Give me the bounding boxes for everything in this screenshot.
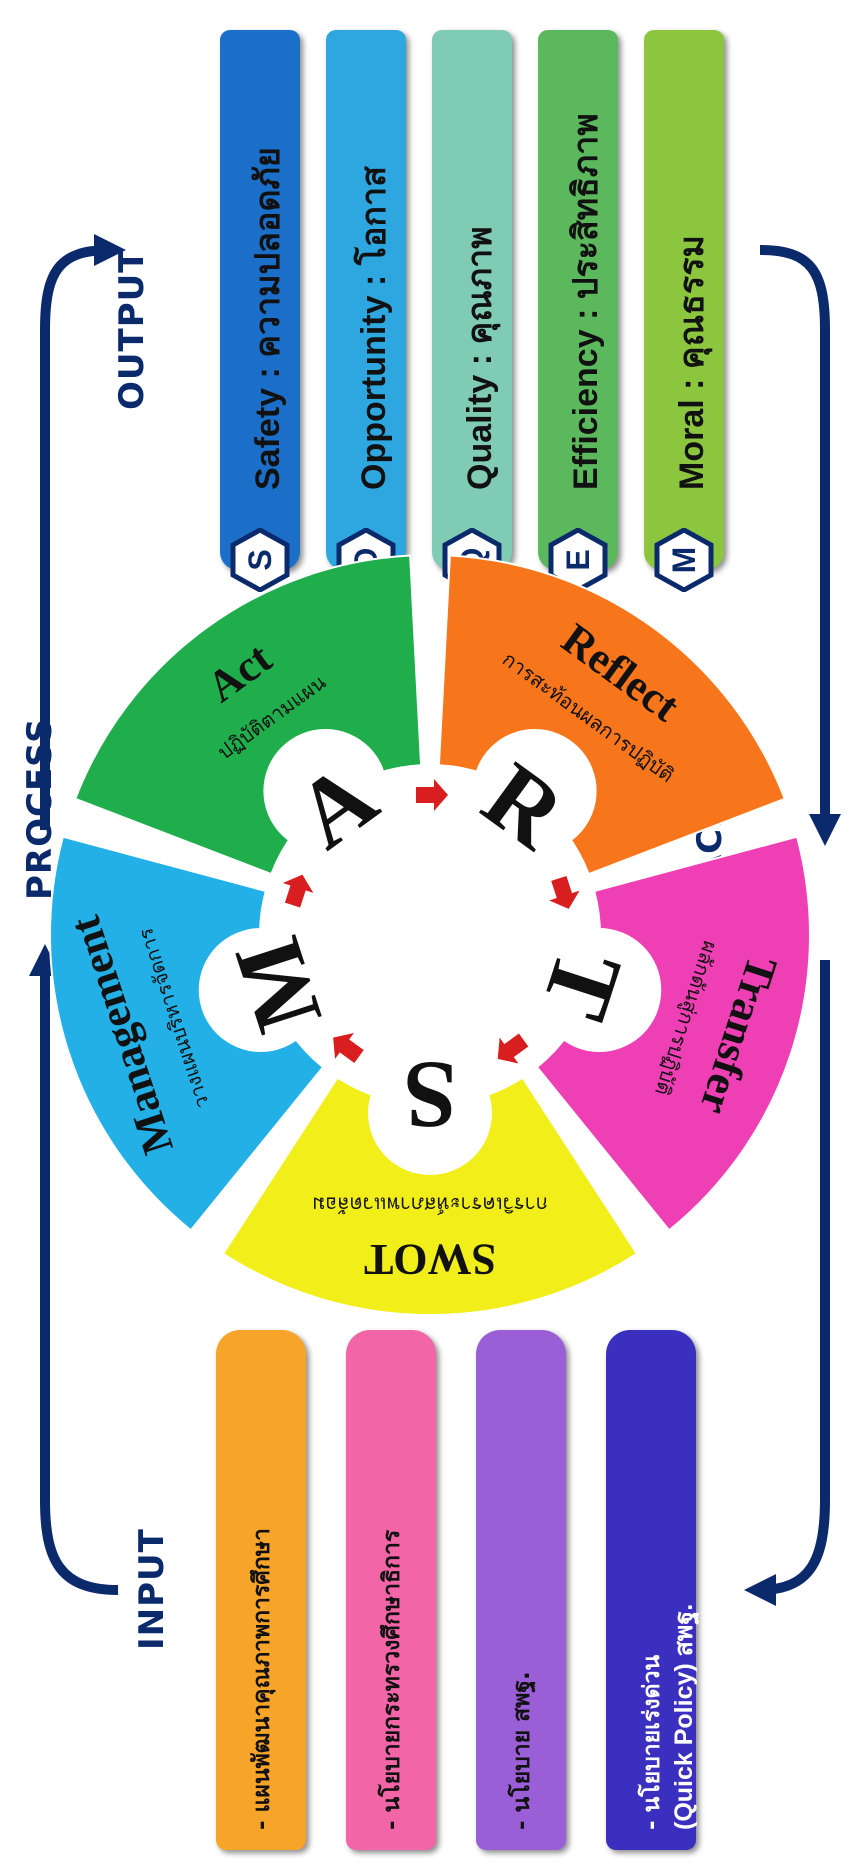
wheel-segment-title: SWOT <box>364 1235 496 1284</box>
letter-bubble <box>472 728 597 853</box>
wheel-core <box>260 765 600 1105</box>
inner-cycle-arrow <box>282 874 314 908</box>
feedback-arrow-upper <box>759 245 842 847</box>
wheel-segment-subtitle: การวิเคราะห์สภาพแวดล้อม <box>312 1193 548 1217</box>
letter-bubble <box>263 728 388 853</box>
letter-bubble <box>368 1051 492 1175</box>
hexagon-icon: S <box>228 527 292 593</box>
output-bar-safety: Safety : ความปลอดภัย S <box>220 30 300 593</box>
inner-cycle-arrow <box>549 875 580 909</box>
process-arrow-upper <box>40 234 126 830</box>
letter-bubble <box>198 928 323 1053</box>
output-bar-efficiency: Efficiency : ประสิทธิภาพ E <box>538 30 618 593</box>
input-bar-education-plan: - แผนพัฒนาคุณภาพการศึกษา <box>216 1330 306 1850</box>
inner-cycle-arrow <box>416 779 448 811</box>
input-bar-obec-policy: - นโยบาย สพฐ. <box>476 1330 566 1850</box>
letter-bubble <box>537 928 662 1053</box>
input-bar-ministry-policy: - นโยบายกระทรวงศึกษาธิการ <box>346 1330 436 1850</box>
output-bar-moral: Moral : คุณธรรม M <box>644 30 724 593</box>
inner-cycle-arrow <box>333 1032 364 1063</box>
process-arrow-lower <box>28 943 119 1595</box>
output-bar-quality: Quality : คุณภาพ Q <box>432 30 512 593</box>
wheel-letter: S <box>403 1042 456 1149</box>
inner-cycle-arrow <box>497 1033 529 1064</box>
input-bar-quick-policy: - นโยบายเร่งด่วน (Quick Policy) สพฐ. <box>606 1330 698 1850</box>
hexagon-icon: M <box>652 527 716 593</box>
feedback-arrow-lower <box>744 960 830 1606</box>
